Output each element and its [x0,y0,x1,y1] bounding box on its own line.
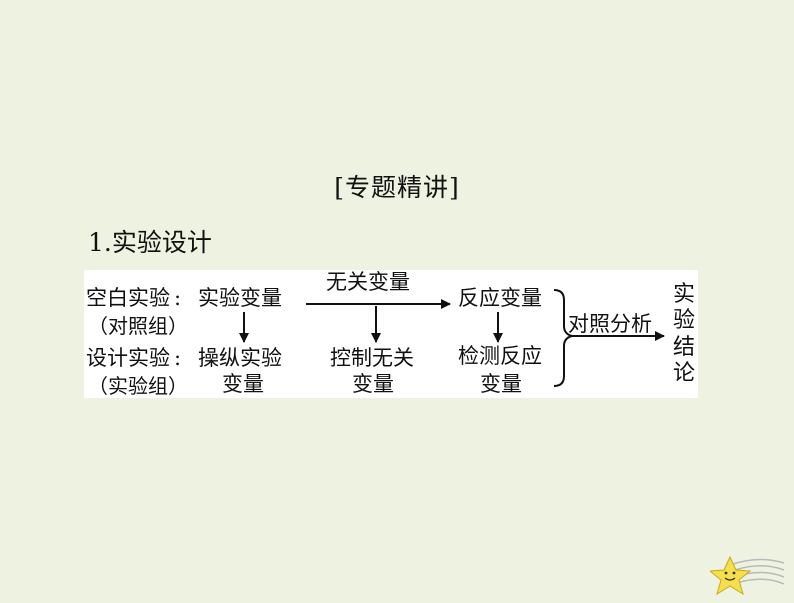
star-icon [710,555,785,596]
control-irrelevant-line2: 变量 [352,372,394,396]
curly-brace [553,289,573,387]
control-irrelevant-line1: 控制无关 [330,346,414,370]
detect-response-line2: 变量 [480,372,522,396]
manipulate-variable-line2: 变量 [222,372,264,396]
page-heading: [专题精讲] [334,173,460,202]
diagram-connectors [239,289,665,387]
experiment-group-label: （实验组） [88,374,188,398]
comparison-analysis: 对照分析 [568,312,652,336]
colon-1: : [174,286,182,310]
manipulate-variable-line1: 操纵实验 [198,346,282,370]
detect-response-line1: 检测反应 [458,344,542,368]
experiment-design-diagram: 空白实验 : （对照组） 设计实验 : （实验组） 实验变量 操纵实验 变量 无… [84,270,698,398]
control-group-label: （对照组） [88,314,188,338]
irrelevant-variable: 无关变量 [326,270,410,294]
blank-experiment-label: 空白实验 [86,286,170,310]
response-variable: 反应变量 [458,286,542,310]
experiment-conclusion: 实验结论 [672,282,695,387]
section-title: 1.实验设计 [88,228,212,257]
experimental-variable: 实验变量 [198,286,282,310]
design-experiment-label: 设计实验 [86,346,170,370]
colon-2: : [174,346,182,370]
